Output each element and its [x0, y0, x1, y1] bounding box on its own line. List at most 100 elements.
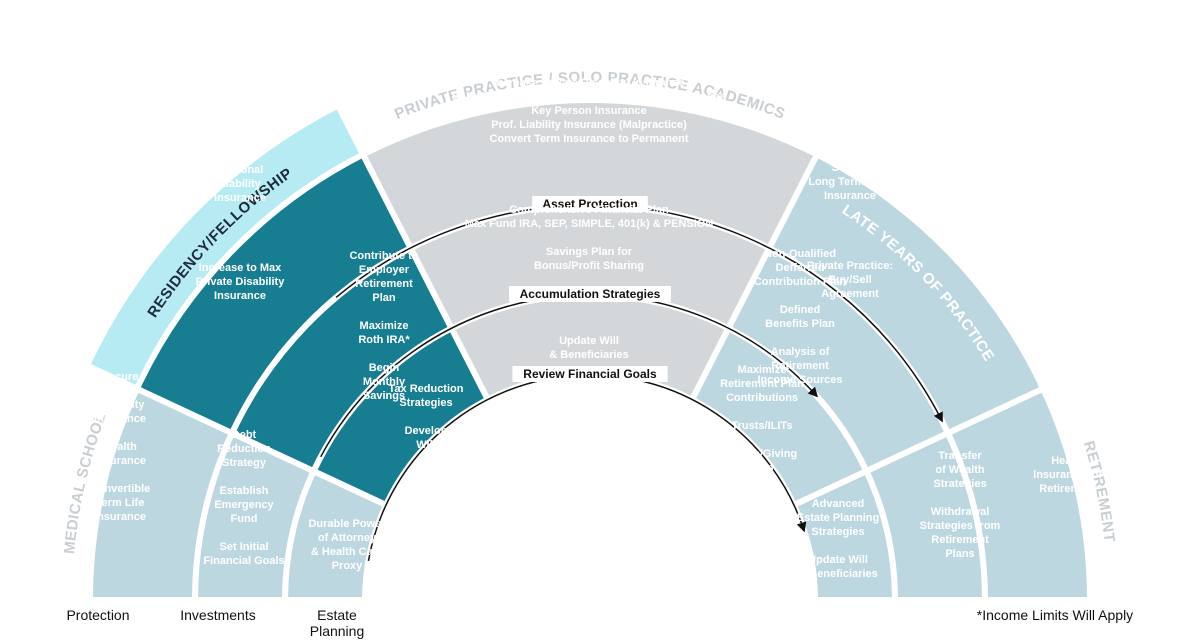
- cell-line: Retirement: [931, 534, 989, 546]
- cell-line: [836, 540, 839, 552]
- income-limits-footnote: *Income Limits Will Apply: [976, 607, 1134, 623]
- cell-line: Health: [103, 441, 137, 453]
- cell-line: [587, 232, 590, 244]
- cell-line: & Health Care: [311, 546, 383, 558]
- cell-line: Insurance: [94, 511, 146, 523]
- cell-line: Strategies: [933, 478, 986, 490]
- asset-protection-label: Asset Protection: [542, 197, 637, 211]
- cell-line: Non-Qualified: [764, 248, 836, 260]
- accumulation-strategies-label: Accumulation Strategies: [520, 287, 661, 301]
- cell-line: Personal: [217, 164, 263, 176]
- cell-line: Private Disability: [196, 276, 286, 288]
- cell-line: Increase Private Disability Insurance: [493, 77, 684, 89]
- cell-line: Plan: [750, 462, 774, 474]
- cell-line: Disability: [96, 399, 146, 411]
- cell-line: of Wealth: [935, 464, 985, 476]
- cell-line: Defined: [780, 304, 820, 316]
- cell-line: Health: [1051, 455, 1085, 467]
- cell-line: Establish: [220, 485, 269, 497]
- cell-line: Durable Power: [308, 518, 386, 530]
- cell-line: Insurance: [214, 290, 266, 302]
- cell-line: Income Sources: [758, 374, 843, 386]
- cell-line: Defferred: [776, 262, 825, 274]
- cell-line: Estate Planning: [797, 512, 880, 524]
- cell-line: [848, 204, 851, 216]
- investments-column-label: Investments: [180, 607, 256, 623]
- cell-line: Secure: [832, 162, 869, 174]
- cell-line: Strategies: [399, 397, 452, 409]
- cell-line: Private Practice:: [807, 260, 893, 272]
- cell-line: Debt: [232, 429, 257, 441]
- cell-line: Reduction: [217, 443, 271, 455]
- protection-column-label: Protection: [66, 607, 130, 623]
- cell-line: Plan: [372, 292, 396, 304]
- cell-line: Trusts/ILITs: [732, 420, 793, 432]
- cell-line: Savings: [363, 390, 405, 402]
- cell-line: [848, 232, 851, 244]
- cell-line: Set Initial: [220, 541, 269, 553]
- cell-line: Contribute to: [349, 250, 418, 262]
- cell-line: Bonus/Profit Sharing: [534, 260, 644, 272]
- cell-line: Convert Term Insurance to Permanent: [489, 133, 688, 145]
- cell-line: Long Term Care: [808, 176, 892, 188]
- cell-line: Tax Reduction: [389, 383, 464, 395]
- cell-line: Secure: [102, 371, 139, 383]
- cell-line: [238, 220, 241, 232]
- cell-line: [958, 492, 961, 504]
- cell-line: Increase to Max: [199, 262, 282, 274]
- cell-line: Employer: [359, 264, 410, 276]
- cell-line: Will: [416, 439, 435, 451]
- cell-line: & Beneficiaries: [549, 349, 628, 361]
- cell-line: & Beneficiaries: [798, 568, 877, 580]
- cell-line: Retirement: [355, 278, 413, 290]
- cell-line: [848, 218, 851, 230]
- cell-line: [238, 206, 241, 218]
- cell-line: Agreement: [821, 288, 879, 300]
- cell-line: Insurance for: [1033, 469, 1103, 481]
- cell-line: [382, 348, 385, 360]
- cell-line: Prof. Liability Insurance (Malpractice): [491, 119, 687, 131]
- cell-line: Emergency: [214, 499, 274, 511]
- cell-line: Plans: [945, 548, 974, 560]
- cell-line: Contribution Plan: [754, 276, 847, 288]
- estate-planning-column-label: Estate Planning: [309, 607, 365, 639]
- cell-line: Retirement Plan: [720, 378, 804, 390]
- cell-line: Key Person Insurance: [531, 105, 647, 117]
- cell-line: Buy/Sell: [828, 274, 871, 286]
- cell-line: [242, 471, 245, 483]
- review-financial-goals-label: Review Financial Goals: [523, 367, 657, 381]
- cell-line: Transfer: [938, 450, 982, 462]
- cell-line: Retirement: [1039, 483, 1097, 495]
- cell-line: Insurance: [214, 192, 266, 204]
- cell-line: [798, 332, 801, 344]
- cell-line: Term Life: [96, 497, 145, 509]
- cell-line: Strategy: [222, 457, 267, 469]
- cell-line: Advanced: [812, 498, 865, 510]
- cell-line: Maximize: [360, 320, 409, 332]
- cell-line: Begin: [369, 362, 400, 374]
- cell-line: [382, 306, 385, 318]
- cell-line: [238, 234, 241, 246]
- cell-line: Fund: [231, 513, 258, 525]
- cell-line: Liability: [219, 178, 261, 190]
- cell-line: Update Will: [559, 335, 619, 347]
- cell-line: Insurance: [824, 190, 876, 202]
- cell-line: Roth IRA*: [358, 334, 410, 346]
- cell-line: Financial Goals: [203, 555, 284, 567]
- cell-line: [238, 248, 241, 260]
- cell-line: [424, 411, 427, 423]
- cell-line: Private: [102, 385, 139, 397]
- ret-protection-segment: [944, 384, 1094, 603]
- cell-line: [760, 406, 763, 418]
- cell-line: [760, 434, 763, 446]
- review-financial-goals-label-bg: [512, 366, 668, 382]
- cell-line: Solo/Private Practice: Disability Overhe…: [452, 91, 726, 103]
